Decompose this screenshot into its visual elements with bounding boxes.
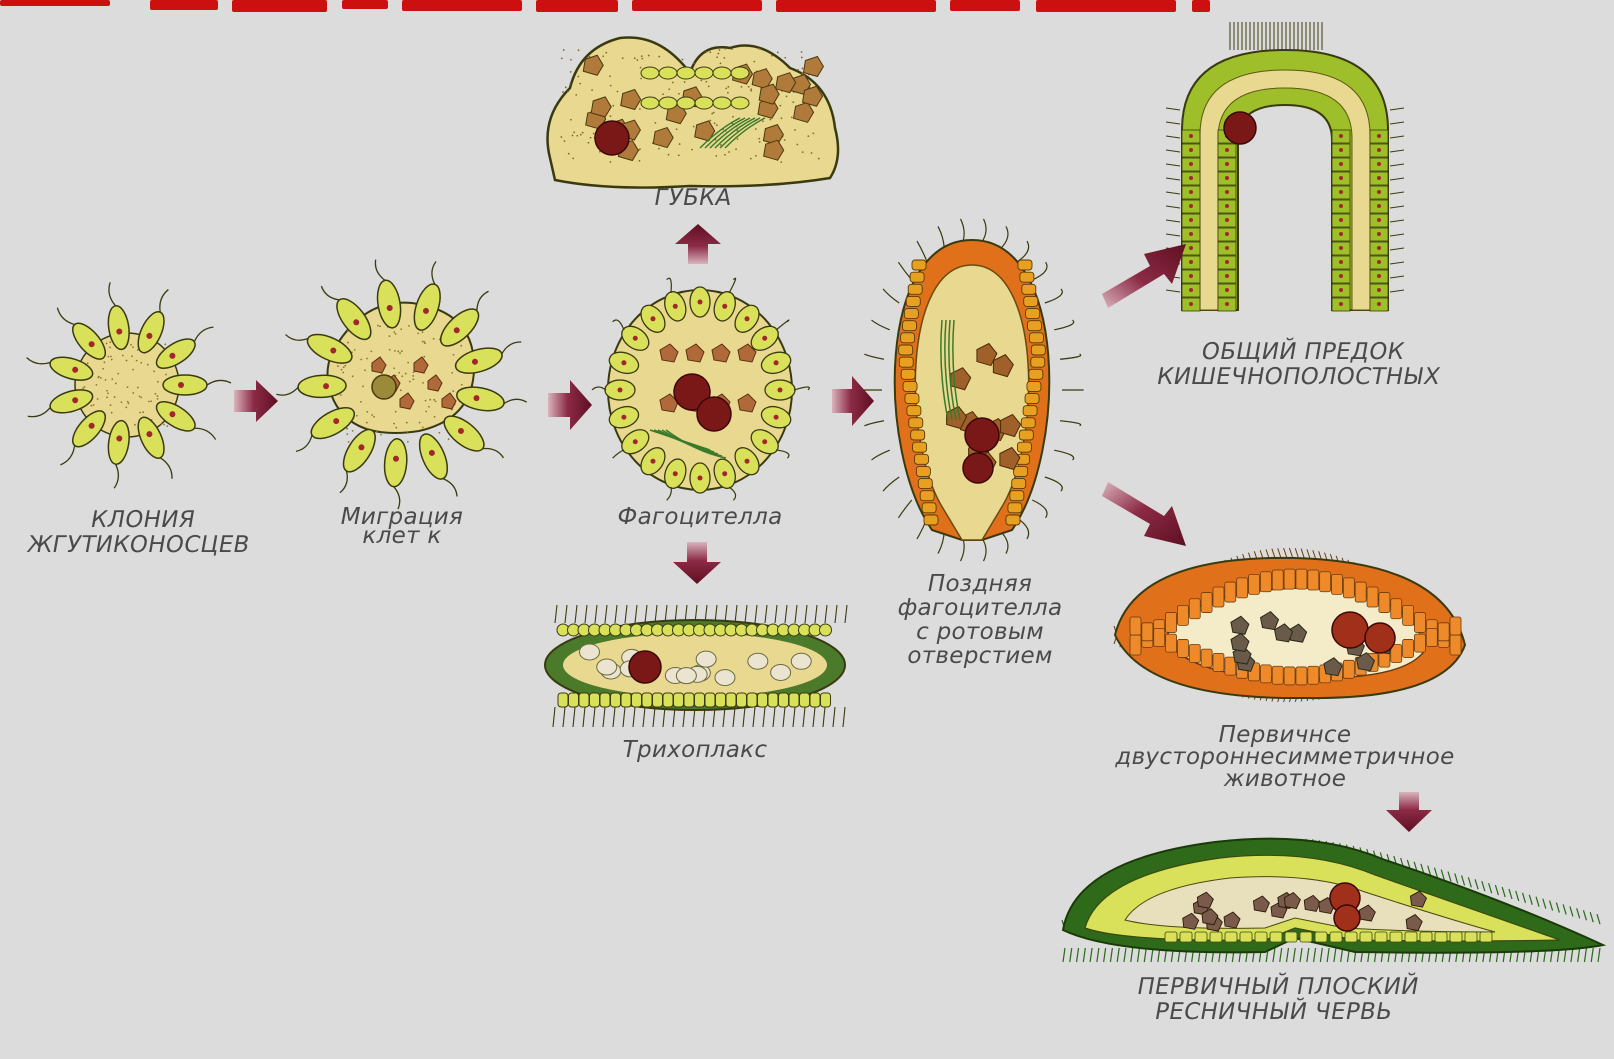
- caption-line: двустороннесимметричное: [1090, 746, 1480, 768]
- arrow-late-to-cnidarian: [1100, 238, 1190, 313]
- caption-late-phagocytella: Поздняя фагоцителла с ротовым отверстием: [880, 572, 1080, 668]
- caption-primary-bilateral-animal: Первичнсе двустороннесимметричное животн…: [1090, 724, 1480, 790]
- arrow-phagocytella-to-sponge: [672, 222, 724, 266]
- caption-line: Трихоплакс: [610, 738, 780, 763]
- caption-cell-migration: Миграция клет к: [312, 505, 492, 549]
- caption-line: ОБЩИЙ ПРЕДОК: [1141, 340, 1465, 365]
- primary-flatworm-illustration: [1055, 820, 1610, 970]
- cnidarian-ancestor-illustration: [1160, 20, 1410, 335]
- arrow-phagocytella-to-trichoplax: [670, 540, 724, 586]
- primary-bilateral-animal-illustration: [1105, 550, 1475, 720]
- caption-line: КЛОНИЯ: [6, 508, 280, 533]
- caption-line: ЖГУТИКОНОСЦЕВ: [1, 533, 275, 558]
- caption-line: ГУБКА: [636, 186, 750, 211]
- caption-primary-flatworm: ПЕРВИЧНЫЙ ПЛОСКИЙ РЕСНИЧНЫЙ ЧЕРВЬ: [1091, 975, 1460, 1025]
- arrow-colony-to-migration: [232, 376, 282, 426]
- caption-line: РЕСНИЧНЫЙ ЧЕРВЬ: [1091, 1000, 1455, 1025]
- arrow-late-to-bilateral: [1100, 478, 1190, 556]
- caption-line: отверстием: [880, 644, 1080, 668]
- diagram-title-cropped: [0, 0, 1614, 18]
- caption-flagellate-colony: КЛОНИЯ ЖГУТИКОНОСЦЕВ: [1, 508, 280, 558]
- caption-line: Поздняя: [880, 572, 1080, 596]
- late-phagocytella-illustration: [870, 225, 1075, 565]
- caption-line: животное: [1090, 768, 1480, 790]
- caption-sponge: ГУБКА: [636, 186, 750, 211]
- caption-line: ПЕРВИЧНЫЙ ПЛОСКИЙ: [1096, 975, 1460, 1000]
- caption-line: КИШЕЧНОПОЛОСТНЫХ: [1136, 365, 1460, 390]
- caption-line: Фагоцителла: [600, 505, 800, 530]
- caption-line: фагоцителла: [880, 596, 1080, 620]
- caption-line: клет к: [312, 524, 492, 549]
- arrow-phagocytella-to-late: [830, 372, 878, 430]
- sponge-illustration: [540, 28, 840, 183]
- caption-line: с ротовым: [880, 620, 1080, 644]
- arrow-migration-to-phagocytella: [546, 376, 596, 434]
- caption-line: Первичнсе: [1090, 724, 1480, 746]
- arrow-bilateral-to-flatworm: [1384, 790, 1434, 834]
- caption-cnidarian-ancestor: ОБЩИЙ ПРЕДОК КИШЕЧНОПОЛОСТНЫХ: [1136, 340, 1465, 390]
- phagocytella-illustration: [590, 270, 810, 505]
- flagellate-colony-illustration: [15, 285, 240, 480]
- caption-phagocytella: Фагоцителла: [600, 505, 800, 530]
- caption-trichoplax: Трихоплакс: [610, 738, 780, 763]
- cell-migration-illustration: [270, 255, 535, 510]
- trichoplax-illustration: [525, 590, 865, 740]
